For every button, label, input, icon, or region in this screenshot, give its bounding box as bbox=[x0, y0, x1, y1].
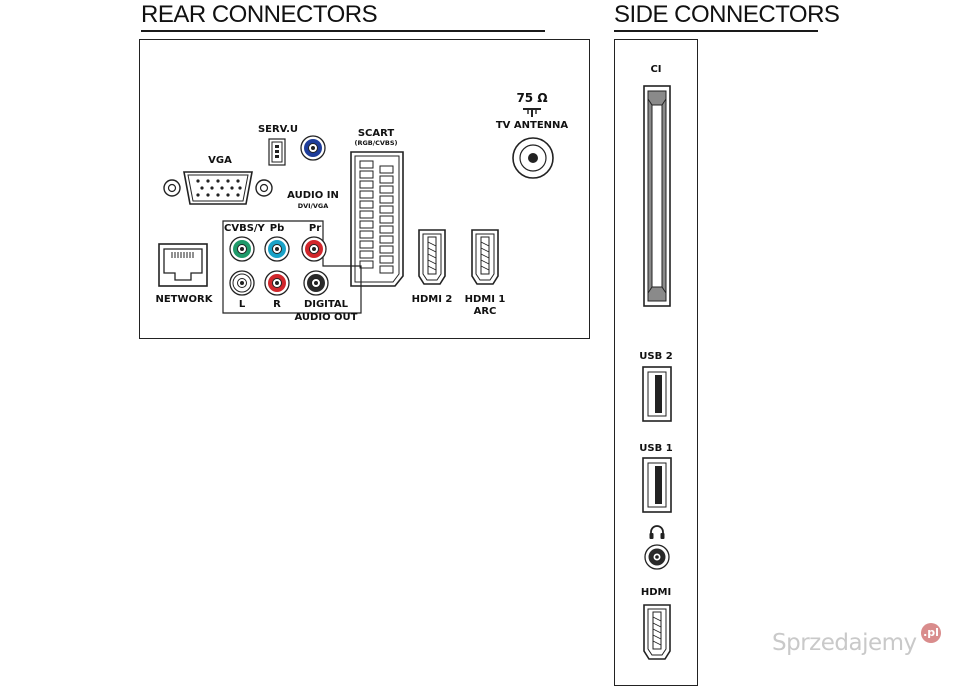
antenna-jack-icon bbox=[512, 137, 554, 179]
pb-label: Pb bbox=[269, 223, 285, 234]
vga-port-icon bbox=[163, 171, 273, 205]
watermark-text: Sprzedajemy bbox=[772, 630, 917, 656]
antenna-symbol-icon bbox=[523, 108, 541, 117]
side-hdmi-port-icon bbox=[643, 604, 671, 660]
side-title-rule bbox=[614, 30, 818, 32]
cvbs-y-label: CVBS/Y bbox=[224, 223, 265, 234]
rear-connectors-title: REAR CONNECTORS bbox=[141, 1, 378, 28]
audio-out-label: AUDIO OUT bbox=[294, 312, 358, 323]
arc-label: ARC bbox=[473, 306, 497, 317]
scart-port-icon bbox=[350, 151, 404, 287]
audio-l-jack-icon bbox=[229, 270, 255, 296]
audio-in-jack-icon bbox=[300, 135, 326, 161]
audio-in-sublabel: DVI/VGA bbox=[297, 202, 329, 210]
av-group-outline bbox=[222, 220, 362, 314]
ci-slot-icon bbox=[643, 85, 671, 307]
pr-jack-icon bbox=[301, 236, 327, 262]
usb1-label: USB 1 bbox=[639, 443, 673, 454]
side-connectors-title: SIDE CONNECTORS bbox=[614, 1, 840, 28]
ci-label: CI bbox=[650, 64, 662, 75]
pb-jack-icon bbox=[264, 236, 290, 262]
servu-label: SERV.U bbox=[257, 124, 299, 135]
tv-antenna-label: TV ANTENNA bbox=[495, 120, 569, 131]
audio-l-label: L bbox=[238, 299, 246, 310]
vga-label: VGA bbox=[208, 155, 232, 166]
rear-panel: VGA SERV.U AUDIO IN DVI/VGA SCART (RGB/C… bbox=[139, 39, 590, 339]
headphones-icon bbox=[649, 525, 665, 539]
hdmi1-label: HDMI 1 bbox=[464, 294, 506, 305]
hdmi2-port-icon bbox=[418, 229, 446, 285]
audio-in-label: AUDIO IN bbox=[287, 190, 339, 201]
pr-label: Pr bbox=[308, 223, 322, 234]
usb2-port-icon bbox=[642, 366, 672, 422]
cvbs-y-jack-icon bbox=[229, 236, 255, 262]
network-port-icon bbox=[158, 243, 208, 287]
digital-label: DIGITAL bbox=[303, 299, 349, 310]
scart-label: SCART bbox=[357, 128, 395, 139]
side-hdmi-label: HDMI bbox=[640, 587, 672, 598]
audio-r-label: R bbox=[273, 299, 281, 310]
rear-title-rule bbox=[141, 30, 545, 32]
ohm-label: 75 Ω bbox=[516, 91, 548, 105]
hdmi2-label: HDMI 2 bbox=[411, 294, 453, 305]
usb2-label: USB 2 bbox=[639, 351, 673, 362]
network-label: NETWORK bbox=[155, 294, 213, 305]
headphone-jack-icon bbox=[644, 544, 670, 570]
scart-sublabel: (RGB/CVBS) bbox=[354, 139, 398, 147]
watermark-badge: .pl bbox=[921, 623, 941, 643]
side-panel: CI USB 2 USB 1 HDMI bbox=[614, 39, 698, 686]
digital-audio-out-jack-icon bbox=[303, 270, 329, 296]
usb1-port-icon bbox=[642, 457, 672, 513]
servu-port-icon bbox=[268, 138, 286, 166]
hdmi1-port-icon bbox=[471, 229, 499, 285]
audio-r-jack-icon bbox=[264, 270, 290, 296]
